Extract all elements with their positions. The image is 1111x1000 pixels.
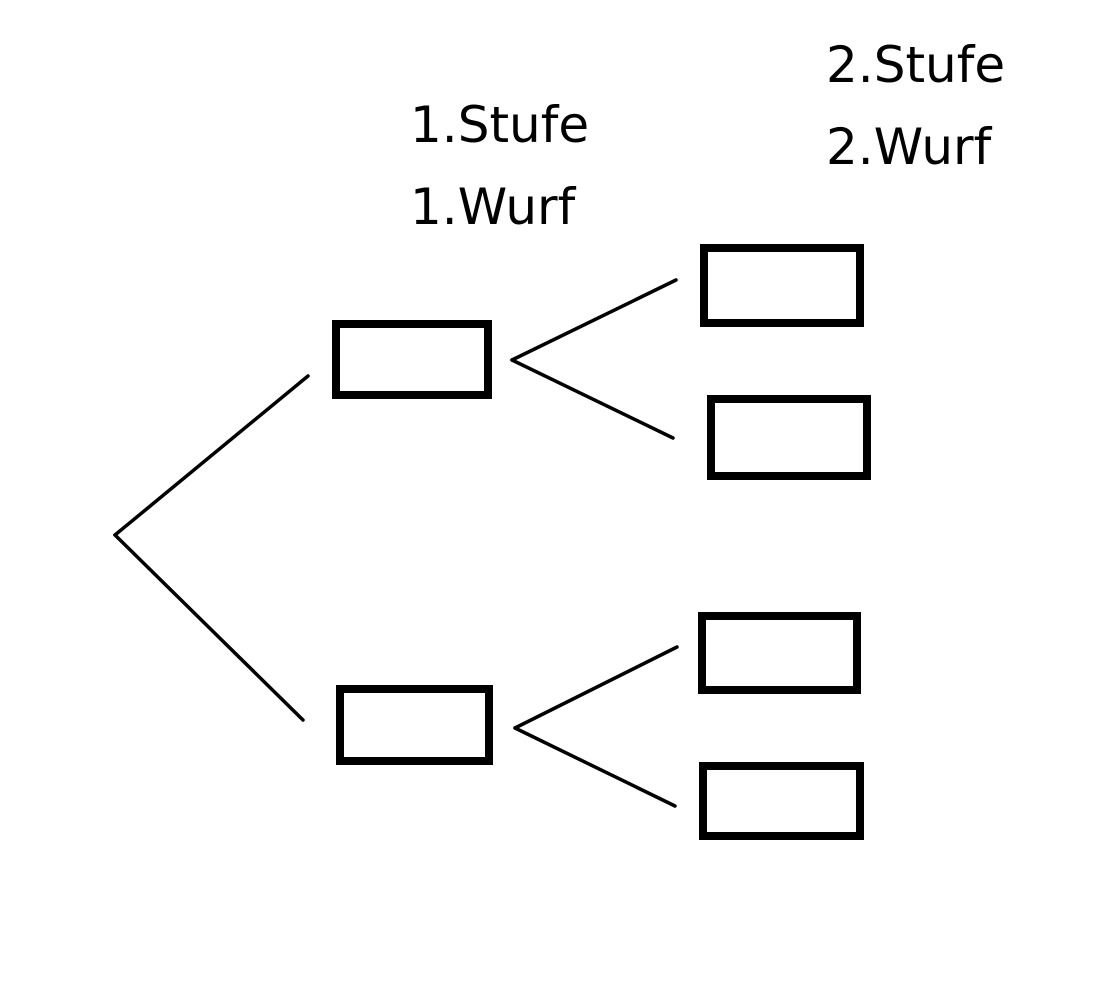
stage-1-box-lower[interactable]: [336, 685, 493, 765]
stage-1-box-upper[interactable]: [332, 320, 492, 399]
branch-upper-upper: [510, 278, 678, 362]
branch-upper-lower: [510, 358, 675, 440]
stage-2-box-2[interactable]: [707, 395, 871, 480]
stage-2-label: 2.Stufe: [826, 36, 1005, 94]
stage-2-box-4[interactable]: [699, 762, 864, 840]
throw-1-label: 1.Wurf: [410, 178, 577, 236]
stage-2-box-3[interactable]: [698, 612, 861, 694]
branch-lower-upper: [513, 645, 679, 730]
root-branch-upper: [113, 374, 310, 537]
stage-2-box-1[interactable]: [700, 244, 864, 327]
root-branch-lower: [113, 533, 305, 722]
branch-lower-lower: [513, 726, 677, 808]
stage-1-label: 1.Stufe: [410, 96, 589, 154]
throw-2-label: 2.Wurf: [826, 118, 993, 176]
